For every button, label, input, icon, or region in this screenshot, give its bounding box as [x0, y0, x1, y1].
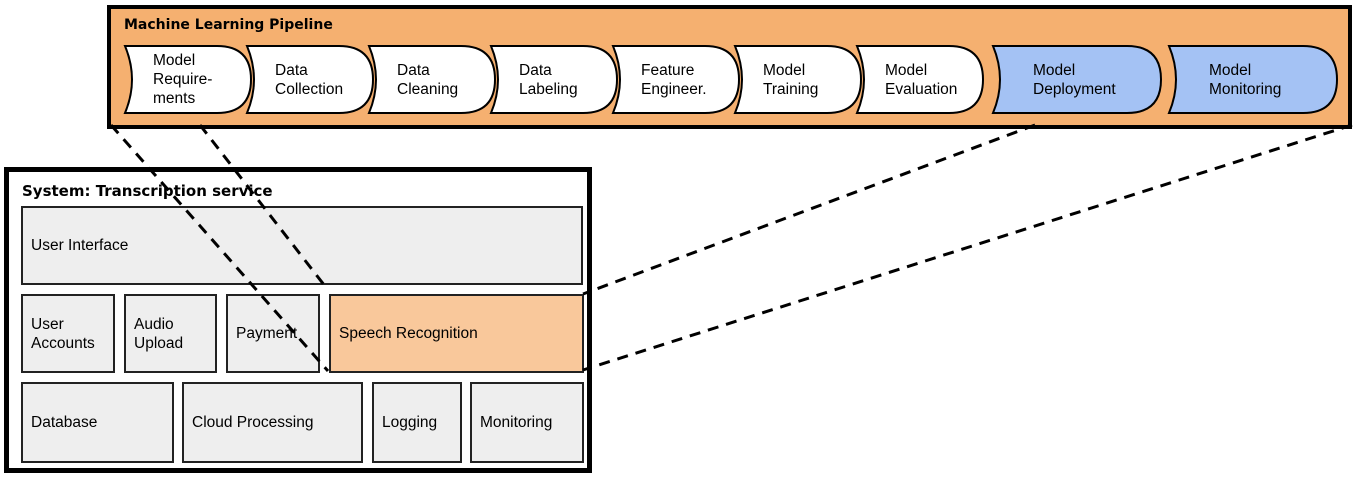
stage-label: Model Training — [763, 61, 819, 98]
stage-label: Feature Engineer. — [641, 61, 707, 98]
stage-model-deployment: Model Deployment — [991, 44, 1163, 115]
stage-shape — [991, 45, 1163, 114]
stage-shape — [733, 45, 863, 114]
stage-label: Model Deployment — [1033, 61, 1116, 98]
pipeline-title: Machine Learning Pipeline — [124, 17, 333, 33]
system-title: System: Transcription service — [22, 182, 273, 200]
audio-upload-component: Audio Upload — [124, 294, 217, 373]
stage-shape — [855, 45, 985, 114]
stage-model-evaluation: Model Evaluation — [855, 44, 985, 115]
stage-model-requirements: Model Require- ments — [123, 44, 253, 115]
connector-line — [582, 123, 1353, 372]
stage-shape — [123, 45, 253, 114]
stage-shape — [489, 45, 619, 114]
ml-pipeline-panel: Machine Learning Pipeline Model Require-… — [107, 5, 1352, 129]
stage-data-labeling: Data Labeling — [489, 44, 619, 115]
stage-model-training: Model Training — [733, 44, 863, 115]
stage-label: Data Cleaning — [397, 61, 459, 98]
stage-label: Model Evaluation — [885, 61, 958, 98]
user-accounts-component: User Accounts — [21, 294, 115, 373]
user-interface-component: User Interface — [21, 206, 583, 285]
cloud-processing-component: Cloud Processing — [182, 382, 363, 463]
stage-shape — [245, 45, 375, 114]
payment-component: Payment — [226, 294, 320, 373]
stage-shape — [367, 45, 497, 114]
logging-component: Logging — [372, 382, 462, 463]
connector-line — [582, 123, 1036, 296]
stage-label: Model Monitoring — [1209, 61, 1282, 98]
monitoring-component: Monitoring — [470, 382, 584, 463]
stage-feature-engineering: Feature Engineer. — [611, 44, 741, 115]
stage-data-collection: Data Collection — [245, 44, 375, 115]
stage-label: Data Labeling — [519, 61, 578, 98]
stage-model-monitoring: Model Monitoring — [1167, 44, 1339, 115]
database-component: Database — [21, 382, 174, 463]
stage-data-cleaning: Data Cleaning — [367, 44, 497, 115]
stage-label: Data Collection — [275, 61, 344, 98]
stage-shape — [611, 45, 741, 114]
system-panel: System: Transcription service User Inter… — [4, 167, 592, 473]
stage-label: Model Require- ments — [153, 52, 213, 107]
stage-shape — [1167, 45, 1339, 114]
speech-recognition-component: Speech Recognition — [329, 294, 584, 373]
